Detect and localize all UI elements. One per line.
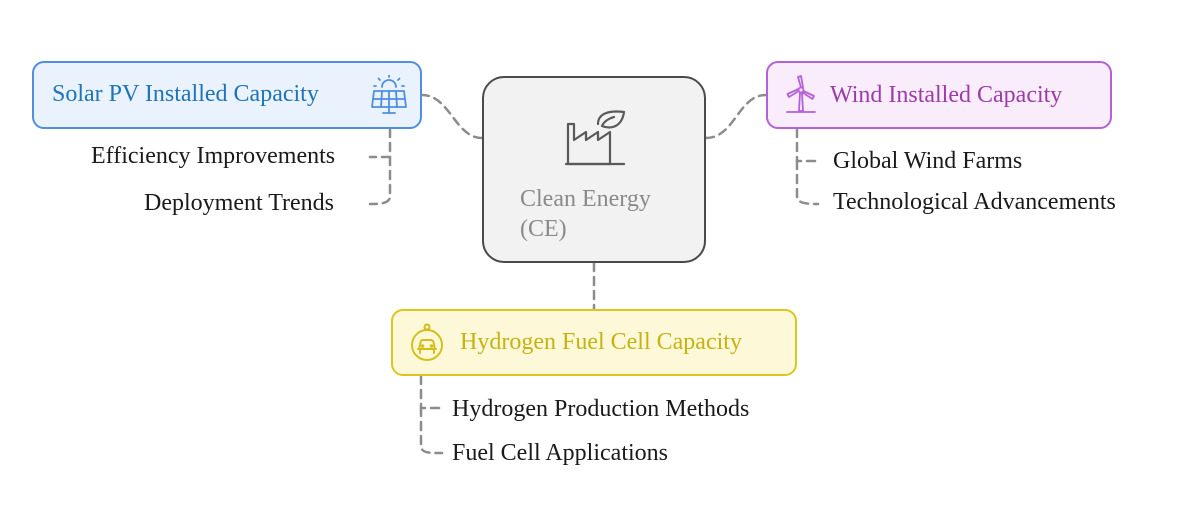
fuel-cell-car-icon — [411, 323, 443, 361]
center-label-line2: (CE) — [520, 216, 567, 242]
connector-solar-deployment — [368, 155, 392, 206]
branch-hydrogen: Hydrogen Fuel Cell Capacity — [391, 309, 797, 376]
branch-wind: Wind Installed Capacity — [766, 61, 1112, 129]
factory-leaf-icon — [564, 110, 626, 166]
branch-wind-label: Wind Installed Capacity — [830, 82, 1063, 108]
wind-turbine-icon — [786, 75, 816, 113]
solar-panel-icon — [371, 75, 407, 114]
connector-wind-tech — [795, 159, 820, 206]
center-label: Clean Energy (CE) — [520, 184, 651, 244]
leaf-global-wind-farms: Global Wind Farms — [833, 148, 1023, 174]
leaf-deployment-trends: Deployment Trends — [144, 190, 335, 216]
connector-hydrogen-production — [419, 374, 444, 410]
leaf-technological-advancements: Technological Advancements — [833, 189, 1116, 215]
connector-solar-efficiency — [368, 127, 392, 159]
center-label-line1: Clean Energy — [520, 186, 651, 212]
connector-center-solar — [420, 93, 484, 140]
leaf-hydrogen-production-methods: Hydrogen Production Methods — [452, 396, 750, 422]
branch-solar-label: Solar PV Installed Capacity — [52, 81, 319, 107]
branch-hydrogen-label: Hydrogen Fuel Cell Capacity — [460, 329, 742, 355]
connector-center-wind — [704, 93, 768, 140]
center-node: Clean Energy (CE) — [482, 76, 706, 263]
connector-hydrogen-applications — [419, 406, 444, 455]
connector-wind-global — [795, 127, 820, 163]
leaf-fuel-cell-applications: Fuel Cell Applications — [452, 440, 668, 466]
branch-solar: Solar PV Installed Capacity — [32, 61, 422, 129]
leaf-efficiency-improvements: Efficiency Improvements — [91, 143, 336, 169]
